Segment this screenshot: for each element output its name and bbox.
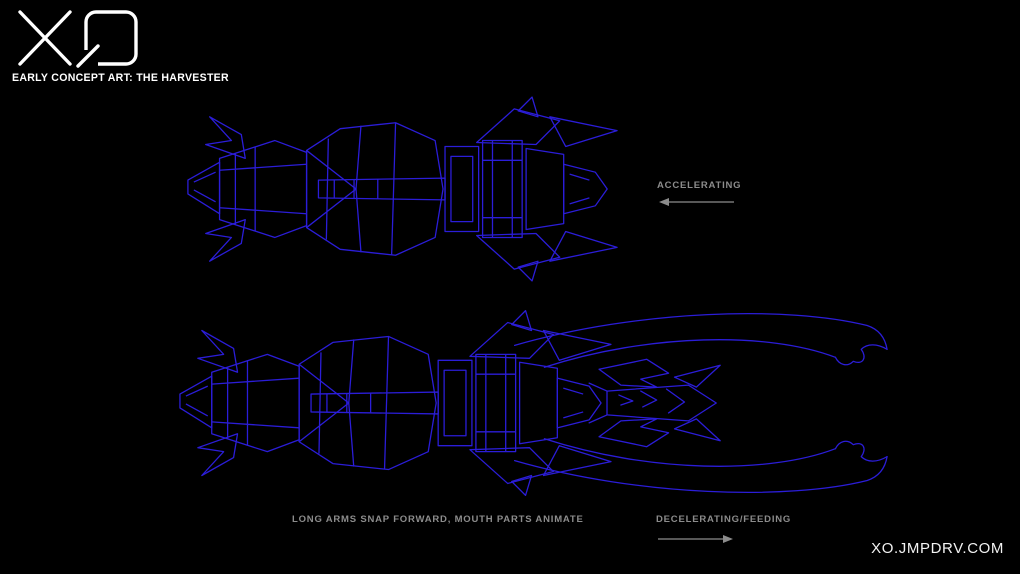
website-url: XO.JMPDRV.COM [871,540,1004,557]
harvester-body-wireframe-2 [179,309,612,497]
bottom-caption: LONG ARMS SNAP FORWARD, MOUTH PARTS ANIM… [292,514,584,525]
xo-logo [18,10,138,68]
arrow-left-icon [659,198,734,206]
harvester-arms-and-mouth [513,313,888,493]
harvester-figure-accelerating [187,96,618,282]
arrow-right-icon [658,535,733,543]
page-title: EARLY CONCEPT ART: THE HARVESTER [12,72,229,84]
xo-logo-corner-cut [80,50,98,68]
harvester-body-wireframe [187,96,618,282]
harvester-figure-feeding [179,309,888,497]
decelerating-label: DECELERATING/FEEDING [656,514,792,525]
xo-logo-strokes [18,10,138,66]
accelerating-label: ACCELERATING [657,180,742,191]
xo-logo-slash [76,44,100,68]
